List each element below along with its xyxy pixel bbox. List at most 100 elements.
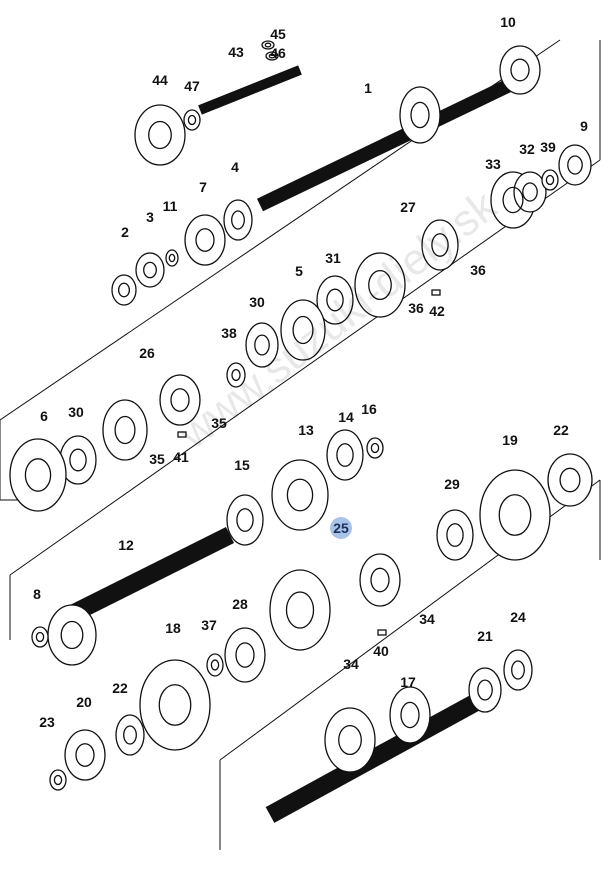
gear-1 [399,86,441,144]
ring-4-bore [231,210,245,230]
callout-46: 46 [270,45,286,61]
sleeve-26-bore [114,415,136,445]
callout-7: 7 [199,179,207,195]
ring-31 [316,275,354,325]
frame-line [9,159,601,576]
hub-26-bore [170,388,190,412]
callout-30: 30 [68,404,84,420]
callout-16: 16 [361,401,377,417]
ring-30b-bore [69,448,87,472]
callout-36: 36 [408,300,424,316]
hub-27-bore [368,269,392,301]
sleeve-25-bore [285,591,315,629]
bearing-7 [184,214,226,266]
bearing-20-bore [75,743,95,767]
sleeve-27 [421,219,459,271]
callout-15: 15 [234,457,250,473]
bearing-21 [468,667,502,713]
hub-26 [159,374,201,426]
gear-6 [9,438,67,512]
clip-16 [366,437,384,459]
bearing-15-bore [236,508,254,532]
bearing-8 [31,626,49,648]
ring-32 [513,171,547,213]
callout-21: 21 [477,628,493,644]
gear-19 [479,469,551,561]
callout-30: 30 [249,294,265,310]
countershaft [55,526,235,629]
callout-35: 35 [149,451,165,467]
gear-13-bore [286,478,314,512]
ring-3-bore [143,261,157,279]
callout-38: 38 [221,325,237,341]
gear-5 [280,299,326,361]
callout-5: 5 [295,263,303,279]
bearing-9-bore [567,155,583,175]
sleeve-26 [102,399,148,461]
callout-13: 13 [298,422,314,438]
clip-37 [206,653,224,677]
callout-26: 26 [139,345,155,361]
ring-30 [245,322,279,368]
callout-22: 22 [553,422,569,438]
gear-13 [271,459,329,531]
hub-25-bore [370,567,390,593]
bearing-10-bore [510,58,530,82]
bolt-45 [261,40,275,50]
bearing-22 [547,453,593,507]
ring-28-bore [235,642,255,668]
ring-24-bore [511,660,525,680]
ring-29-bore [446,523,464,547]
seal-2-bore [117,282,131,298]
callout-31: 31 [325,250,341,266]
hub-27 [354,252,406,318]
shaft-43 [198,65,302,115]
callout-4: 4 [231,159,239,175]
clip-38 [226,362,246,388]
hub-25 [359,553,401,607]
callout-9: 9 [580,118,588,134]
gear-8-bore [60,620,84,650]
gear-17a [324,707,376,773]
bearing-7-bore [195,228,215,252]
callout-22: 22 [112,680,128,696]
sleeve-27-bore [431,233,449,257]
gear-5-bore [292,315,314,345]
callout-3: 3 [146,209,154,225]
clip-11-bore [168,253,176,263]
output-shaft [265,692,485,823]
callout-40: 40 [373,643,389,659]
callout-6: 6 [40,408,48,424]
callout-33: 33 [485,156,501,172]
clip-39 [541,169,559,191]
callout-43: 43 [228,44,244,60]
bearing-22b-bore [123,725,137,745]
key-40 [377,629,387,636]
callout-23: 23 [39,714,55,730]
callout-35: 35 [211,415,227,431]
gear-17b [389,686,431,744]
gear-17a-bore [338,724,362,756]
callout-32: 32 [519,141,535,157]
bearing-9 [558,144,592,186]
gear-44-bore [148,120,172,150]
callout-47: 47 [184,78,200,94]
gear-8 [47,604,97,666]
callout-17: 17 [400,674,416,690]
callout-24: 24 [510,609,526,625]
callout-2: 2 [121,224,129,240]
ring-32-bore [522,182,538,202]
gear-17b-bore [400,701,420,729]
bearing-10 [499,45,541,95]
callout-37: 37 [201,617,217,633]
bearing-22-bore [559,467,581,493]
mainshaft [256,73,524,212]
callout-10: 10 [500,14,516,30]
bearing-15 [226,494,264,546]
clip-16-bore [370,442,380,454]
seal-2 [111,274,137,306]
bearing-22b [115,714,145,756]
callout-14: 14 [338,409,354,425]
